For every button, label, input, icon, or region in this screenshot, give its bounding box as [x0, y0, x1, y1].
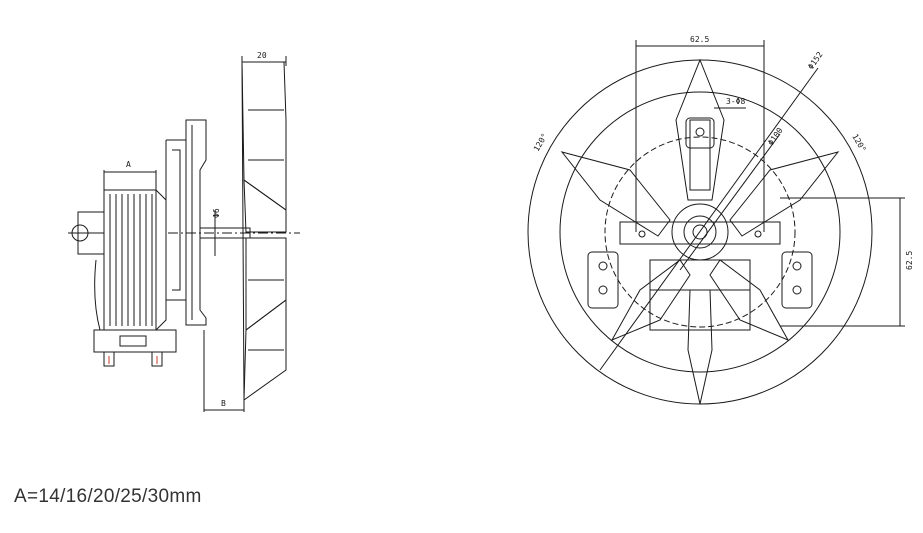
shaft-hole — [692, 224, 708, 240]
side-view — [68, 56, 300, 412]
angle-right-label: 120° — [850, 133, 867, 154]
dim-b-label: B — [221, 399, 226, 408]
angle-left-label: 120° — [532, 132, 549, 153]
dim-outer-label: Φ152 — [806, 50, 825, 71]
motor-coil — [94, 189, 167, 331]
front-bracket — [619, 119, 781, 331]
mounting-bracket — [165, 119, 207, 326]
hub-inner — [683, 215, 717, 249]
front-view — [527, 40, 905, 405]
dim-a-label: A — [126, 160, 131, 169]
rear-bearing — [68, 211, 105, 255]
dim-top-label: 62.5 — [690, 35, 709, 44]
dim-right-label: 62.5 — [905, 251, 914, 270]
dim-width-label: 20 — [257, 51, 267, 60]
size-caption: A=14/16/20/25/30mm — [14, 486, 202, 507]
terminal-block — [93, 329, 177, 367]
dim-shaft-label: Φ6 — [212, 208, 221, 218]
bolt-circle — [604, 136, 796, 328]
fan-blade-side — [241, 61, 287, 401]
mounting-lugs — [587, 117, 813, 309]
motor-shaft — [168, 210, 300, 256]
fan-outline-circle — [559, 91, 841, 373]
dim-holes-label: 3-Φ8 — [726, 97, 745, 106]
dim-bolt-label: Φ100 — [766, 126, 785, 147]
